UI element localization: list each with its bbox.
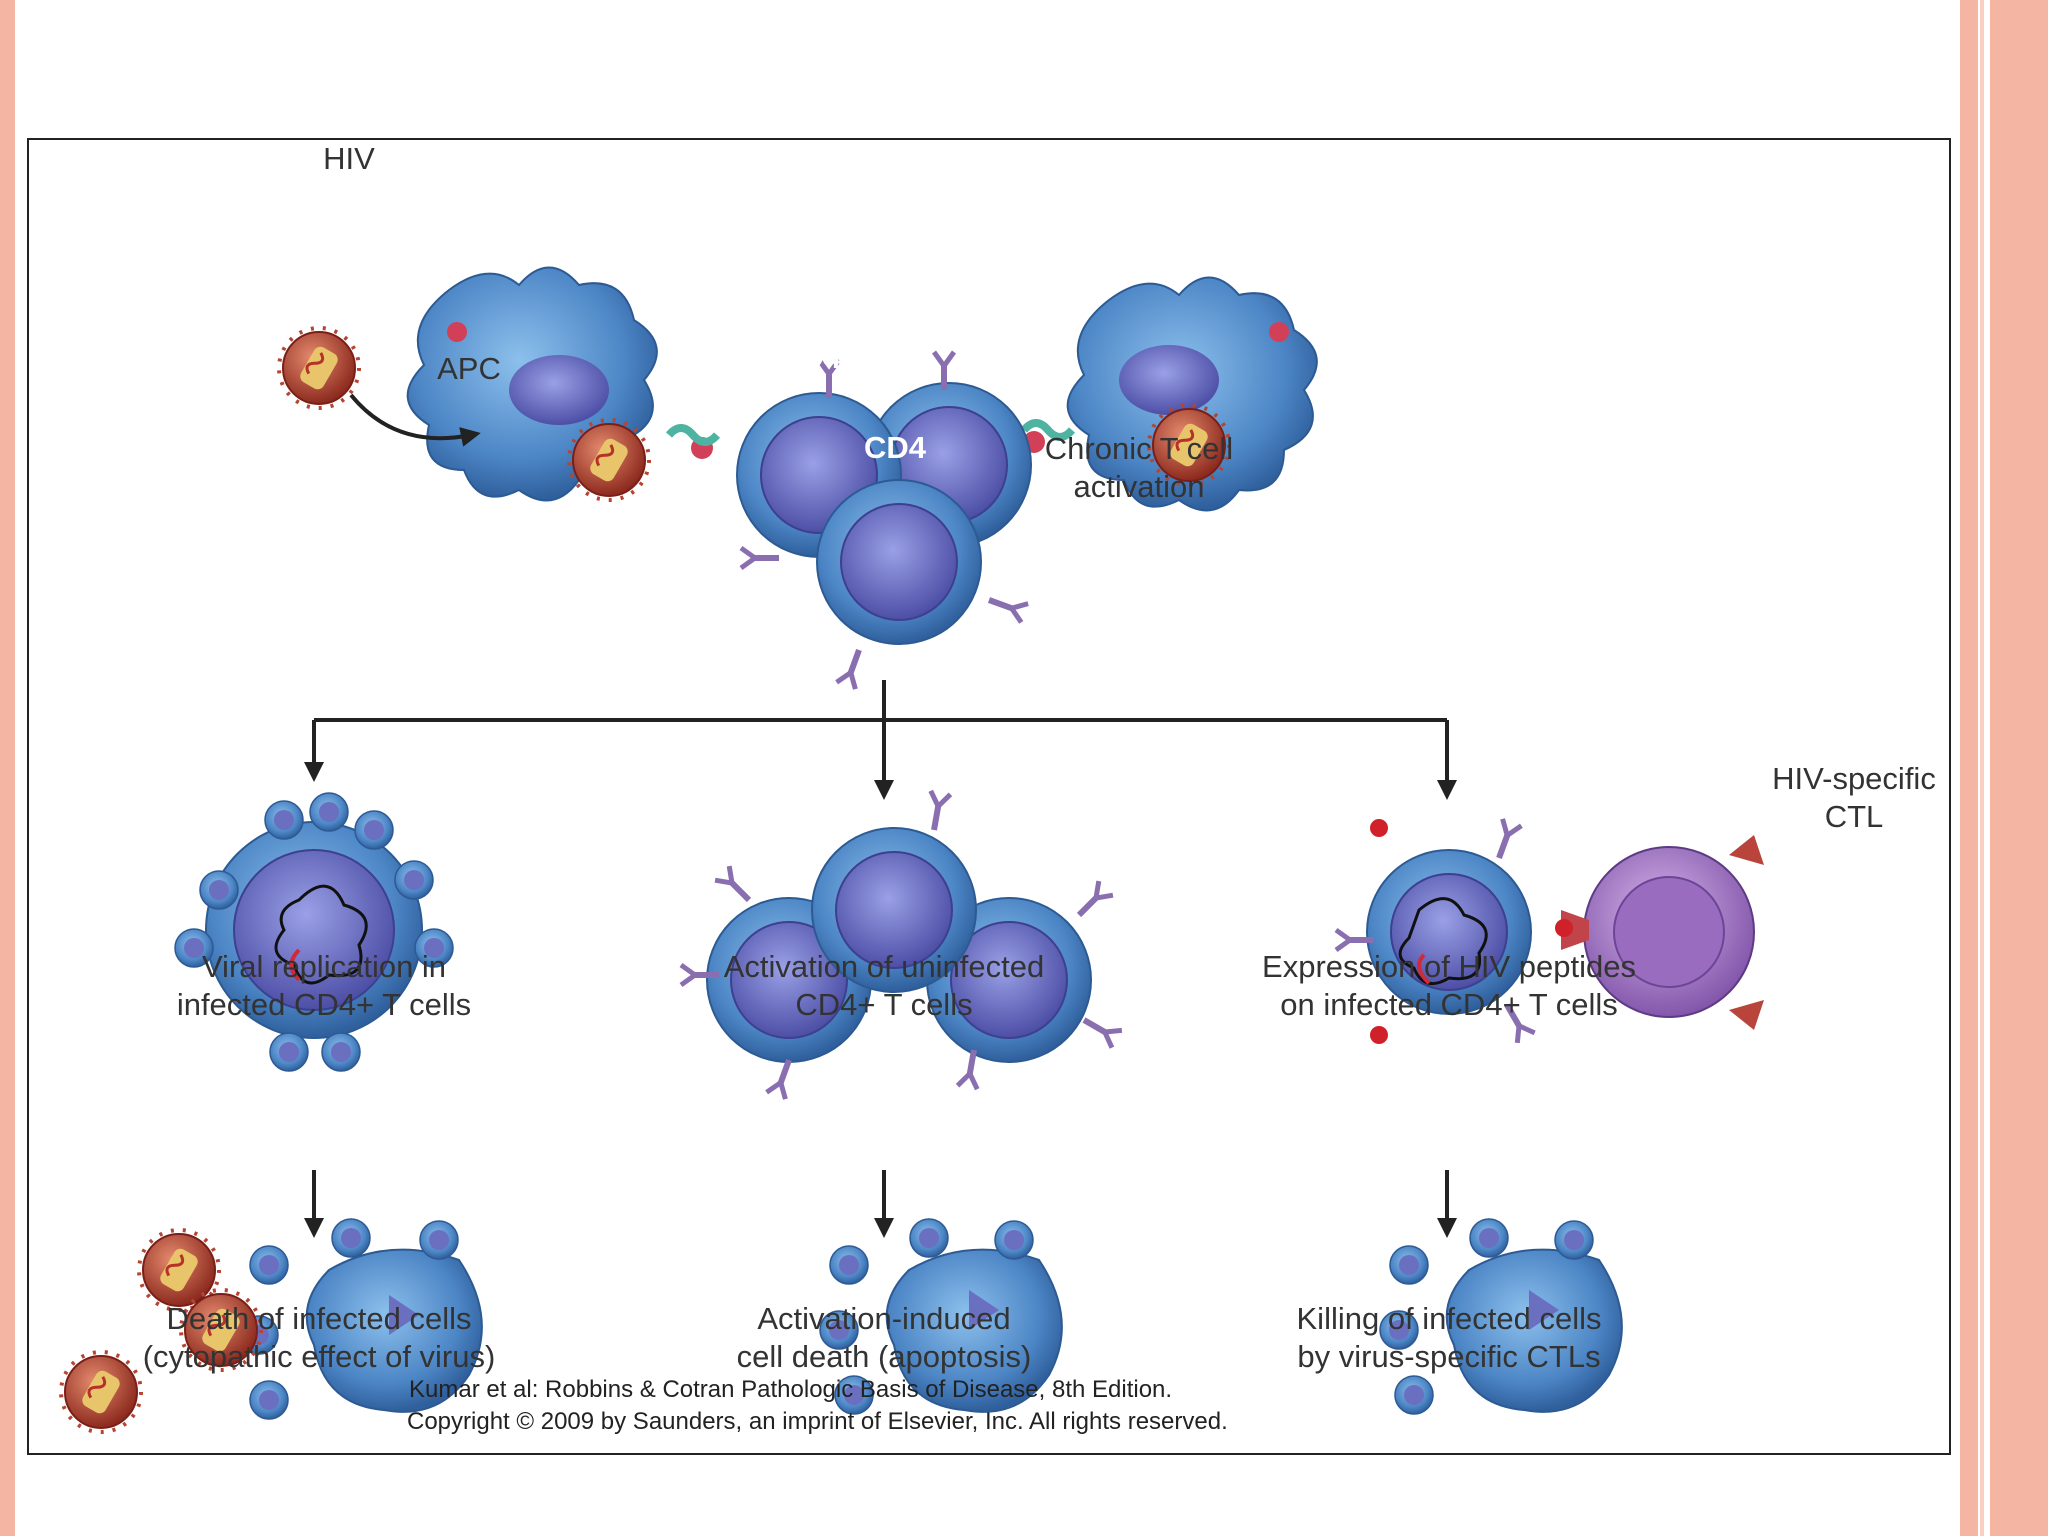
dying-cell-mid [819,1218,1063,1415]
infected-cd4-cell [174,792,454,1072]
branch-arrows [304,680,1457,1238]
slide-left-border [0,0,15,1536]
label-hiv: HIV [323,141,375,176]
credit-line-1: Kumar et al: Robbins & Cotran Pathologic… [409,1376,1173,1403]
mhc-complex [1269,322,1289,342]
uninfected-cd4-cluster [681,791,1122,1099]
diagram-canvas [59,266,1764,1434]
label-death-infected: Death of infected cells (cytopathic effe… [142,1301,496,1374]
label-expression-hiv-peptides: Expression of HIV peptides on infected C… [1262,949,1636,1022]
dying-cell-right [1379,1218,1623,1415]
credit-line-2: Copyright © 2009 by Saunders, an imprint… [407,1408,1228,1435]
slide-right-border-outer [1990,0,2048,1536]
label-hiv-specific-ctl: HIV-specific CTL [1772,761,1936,834]
label-activation-induced-death: Activation-induced cell death (apoptosis… [736,1301,1032,1374]
label-cd4-lower: CD4 [864,430,927,465]
mhc-complex [447,322,467,342]
label-activation-uninfected: Activation of uninfected CD4+ T cells [723,949,1045,1022]
label-killing-infected: Killing of infected cells by virus-speci… [1296,1301,1602,1374]
virus-hiv-incoming [277,326,361,410]
slide-right-border [1960,0,1978,1536]
slide-right-rule [1980,0,1984,1536]
diagram-figure: HIV APC CD4 CD4 Chronic T cell activatio… [27,138,1951,1455]
label-apc: APC [437,351,501,386]
label-viral-replication: Viral replication in infected CD4+ T cel… [176,949,472,1022]
apc-right [1066,276,1318,512]
label-chronic-activation: Chronic T cell activation [1044,431,1234,504]
dying-cell-left [59,1218,483,1434]
hiv-specific-ctl [1555,835,1764,1030]
label-cd4-upper: CD4 [779,340,842,375]
infected-cell-presenting [1336,819,1535,1044]
hiv-entry-arrow [349,393,481,447]
